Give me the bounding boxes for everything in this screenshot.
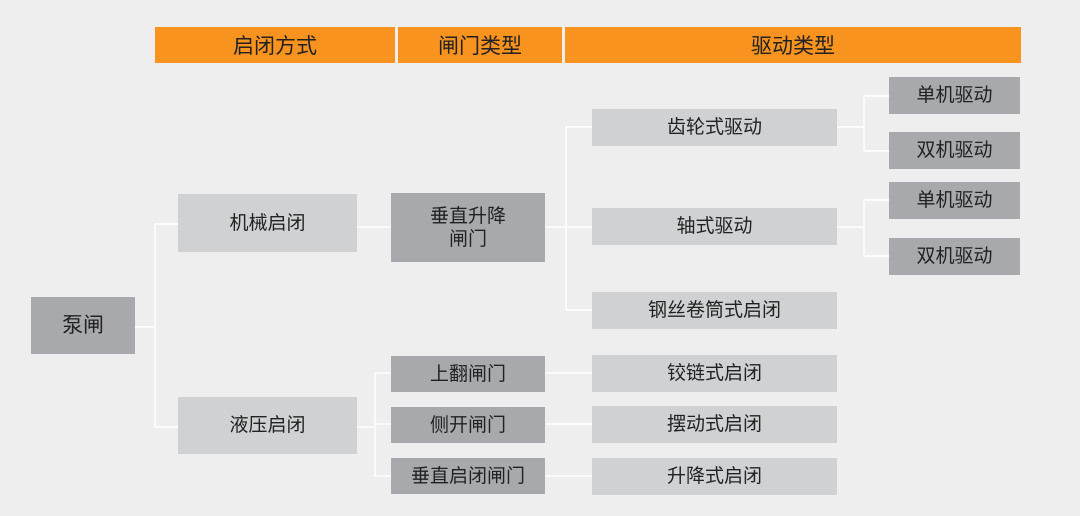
method-hydraulic: 液压启闭 [178, 397, 357, 454]
sub-drive-shaft-double: 双机驱动 [889, 238, 1020, 275]
method-mechanical: 机械启闭 [178, 194, 357, 252]
gate-side-open: 侧开闸门 [391, 407, 545, 443]
drive-hinge: 铰链式启闭 [592, 355, 837, 392]
drive-shaft: 轴式驱动 [592, 208, 837, 245]
drive-wire-drum: 钢丝卷筒式启闭 [592, 292, 837, 329]
drive-gear: 齿轮式驱动 [592, 109, 837, 146]
gate-vertical-hinged: 垂直启闭闸门 [391, 458, 545, 494]
gate-vertical-lift: 垂直升降闸门 [391, 193, 545, 262]
root-node: 泵闸 [31, 297, 135, 354]
header-method: 启闭方式 [155, 27, 395, 63]
drive-swing: 摆动式启闭 [592, 406, 837, 443]
gate-vertical-lift-label: 垂直升降闸门 [429, 204, 506, 250]
header-drive-type: 驱动类型 [565, 27, 1021, 63]
header-gate-type: 闸门类型 [398, 27, 562, 63]
sub-drive-shaft-single: 单机驱动 [889, 182, 1020, 219]
drive-lift: 升降式启闭 [592, 458, 837, 495]
sub-drive-gear-single: 单机驱动 [889, 77, 1020, 114]
sub-drive-gear-double: 双机驱动 [889, 132, 1020, 169]
gate-flip-up: 上翻闸门 [391, 356, 545, 392]
